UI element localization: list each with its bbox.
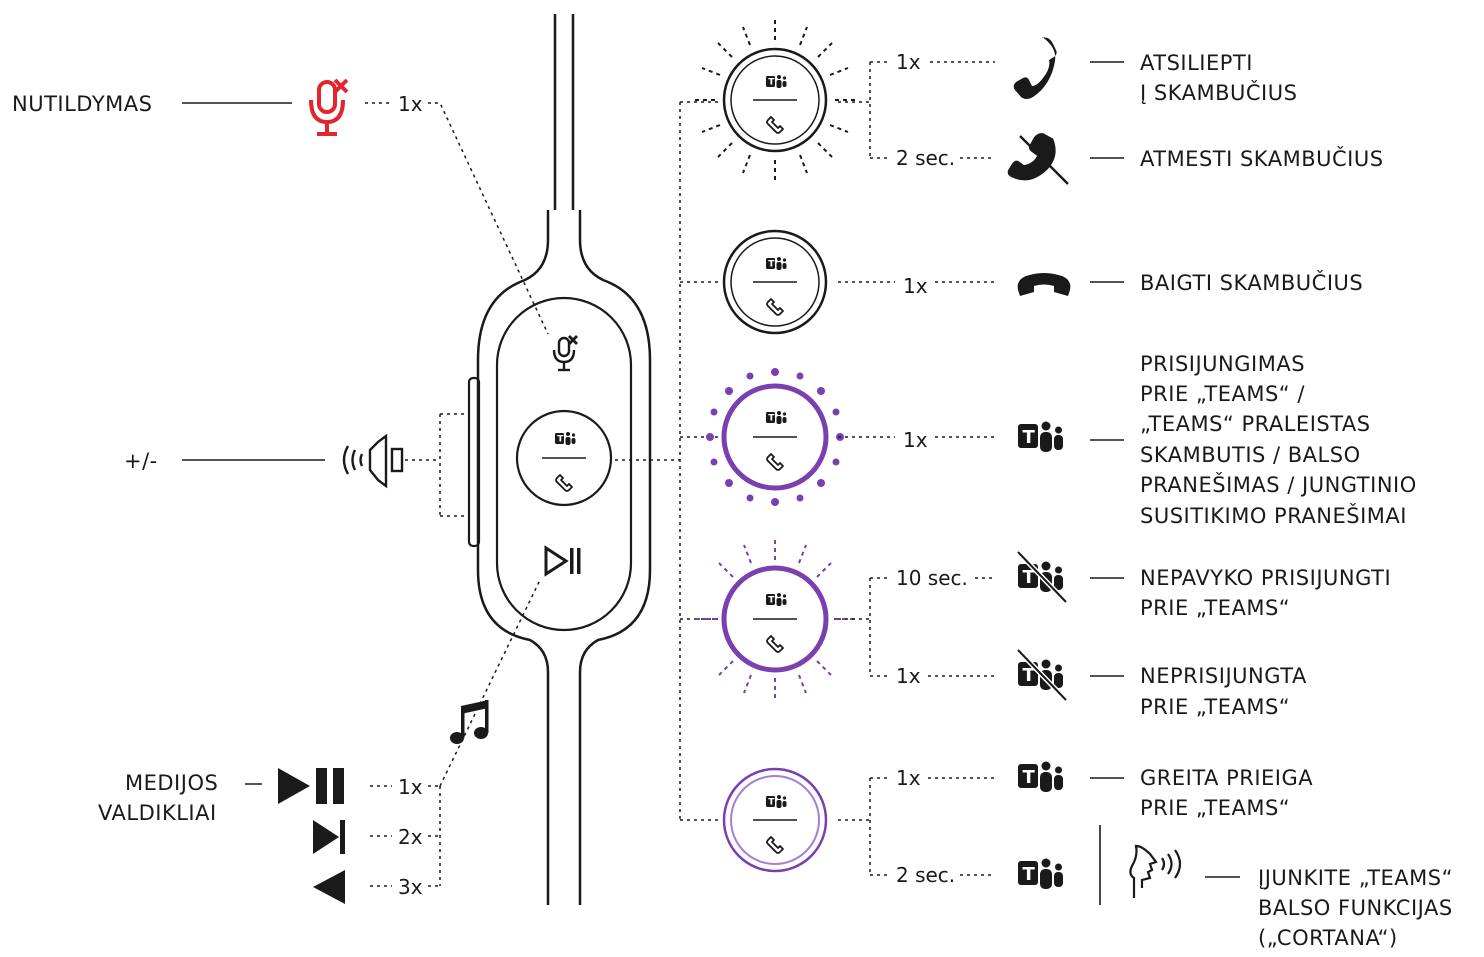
not-connected-line2: PRIE „TEAMS“: [1140, 695, 1290, 719]
row-answer: 1x ATSILIEPTI Į SKAMBUČIUS: [896, 37, 1297, 105]
skip-forward-icon: [313, 820, 345, 854]
speaker-icon: [342, 433, 404, 489]
next-count: 2x: [398, 825, 423, 849]
voice-label-line3: („CORTANA“): [1258, 926, 1398, 950]
reject-label: ATMESTI SKAMBUČIUS: [1140, 146, 1384, 171]
state-teams-notification: [706, 368, 844, 506]
right-connectors: [838, 61, 995, 876]
phone-icon: [1013, 37, 1057, 99]
voice-count: 2 sec.: [896, 863, 955, 887]
teams-icon: [1018, 858, 1063, 889]
answer-label-line1: ATSILIEPTI: [1140, 51, 1253, 75]
play-pause-icon: [278, 768, 344, 804]
not-connected-line1: NEPRISIJUNGTA: [1140, 664, 1307, 688]
teams-icon: [1018, 421, 1063, 452]
teams-off-icon: [1016, 648, 1068, 702]
state-connector: [615, 101, 722, 821]
not-connected-count: 1x: [896, 664, 921, 688]
quick-label-line1: GREITA PRIEIGA: [1140, 766, 1313, 790]
mute-count: 1x: [398, 92, 423, 116]
center-mute-button[interactable]: [552, 335, 578, 372]
mic-mute-icon: [552, 335, 578, 372]
prev-count: 3x: [398, 875, 423, 899]
center-teams-button[interactable]: [515, 409, 613, 507]
fail-label-line1: NEPAVYKO PRISIJUNGTI: [1140, 566, 1391, 590]
teams-off-icon: [1016, 550, 1068, 604]
fail-label-line2: PRIE „TEAMS“: [1140, 596, 1290, 620]
row-teams-not-connected: 1x NEPRISIJUNGTA PRIE „TEAMS“: [896, 648, 1307, 719]
fail-count: 10 sec.: [896, 566, 968, 590]
row-end: 1x BAIGTI SKAMBUČIUS: [903, 270, 1363, 298]
hang-up-icon: [1017, 273, 1071, 296]
row-teams-quick-access: 1x GREITA PRIEIGA PRIE „TEAMS“: [896, 761, 1313, 820]
volume-row: +/-: [124, 413, 470, 517]
row-teams-fail: 10 sec. NEPAVYKO PRISIJUNGTI PRIE „TEAMS…: [896, 550, 1391, 620]
teams-notify-line1: PRISIJUNGIMAS: [1140, 352, 1305, 376]
quick-label-line2: PRIE „TEAMS“: [1140, 796, 1290, 820]
teams-notify-line4: SKAMBUTIS / BALSO: [1140, 443, 1361, 467]
center-play-pause-button[interactable]: [544, 545, 581, 577]
row-reject: 2 sec. ATMESTI SKAMBUČIUS: [896, 133, 1384, 185]
headset-control-unit: [467, 14, 652, 905]
volume-label: +/-: [124, 449, 158, 473]
row-teams-voice: 2 sec. ĮJUNKITE „TEAMS“ BALSO FUNKCIJAS …: [896, 825, 1453, 950]
play-pause-count: 1x: [398, 775, 423, 799]
voice-label-line2: BALSO FUNKCIJAS: [1258, 896, 1453, 920]
answer-count: 1x: [896, 50, 921, 74]
reject-count: 2 sec.: [896, 146, 955, 170]
state-incoming-call: [695, 20, 855, 180]
music-note-icon: [450, 700, 489, 744]
skip-back-icon: [313, 870, 345, 904]
phone-reject-icon: [1007, 133, 1069, 185]
state-teams-fail: [696, 540, 854, 698]
state-active-call: [722, 229, 828, 335]
row-teams-notification: 1x PRISIJUNGIMAS PRIE „TEAMS“ / „TEAMS“ …: [903, 352, 1417, 528]
end-count: 1x: [903, 274, 928, 298]
play-pause-row: 1x: [278, 768, 440, 804]
mic-mute-icon: [309, 78, 349, 136]
media-label-line2: VALDIKLIAI: [98, 801, 217, 825]
media-section: MEDIJOS VALDIKLIAI 1x: [98, 579, 541, 904]
teams-notify-line5: PRANEŠIMAS / JUNGTINIO: [1140, 472, 1417, 497]
teams-notify-line2: PRIE „TEAMS“ /: [1140, 382, 1305, 406]
teams-notify-line3: „TEAMS“ PRALEISTAS: [1140, 412, 1371, 436]
answer-label-line2: Į SKAMBUČIUS: [1140, 80, 1297, 105]
quick-count: 1x: [896, 766, 921, 790]
teams-icon: [1018, 761, 1063, 792]
mute-label: NUTILDYMAS: [12, 92, 152, 116]
prev-row: 3x: [313, 870, 440, 904]
state-teams-quick-access: [722, 767, 828, 873]
mute-row: NUTILDYMAS 1x: [12, 78, 549, 335]
voice-label-line1: ĮJUNKITE „TEAMS“: [1258, 866, 1453, 890]
teams-notify-line6: SUSITIKIMO PRANEŠIMAI: [1140, 503, 1407, 528]
next-row: 2x: [313, 820, 440, 854]
voice-icon: [1129, 844, 1182, 898]
media-label-line1: MEDIJOS: [125, 771, 218, 795]
teams-notify-count: 1x: [903, 428, 928, 452]
end-label: BAIGTI SKAMBUČIUS: [1140, 270, 1363, 295]
play-pause-icon: [544, 545, 581, 577]
